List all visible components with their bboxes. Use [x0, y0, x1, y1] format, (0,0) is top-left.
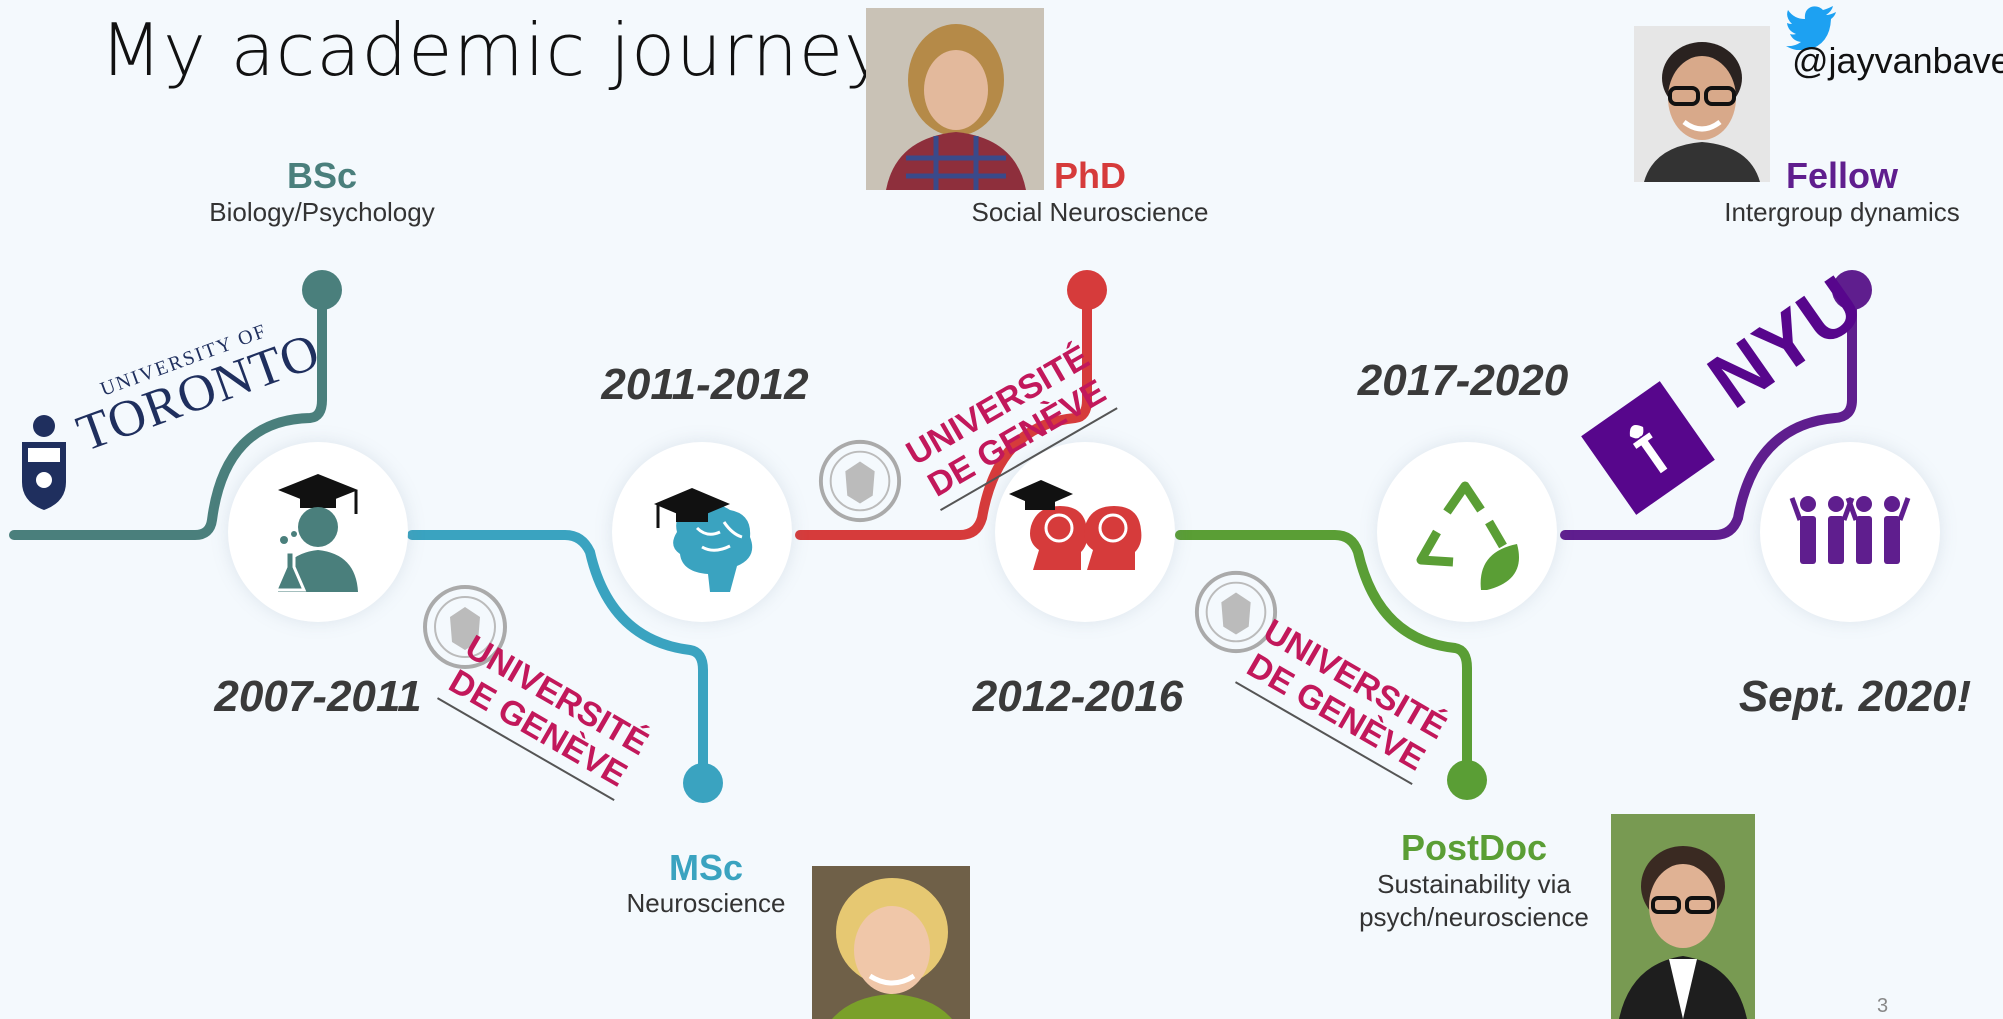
recycle-leaf-icon — [1416, 481, 1519, 590]
unige-seal-icon — [1194, 570, 1278, 654]
bsc-field: Biology/Psychology — [209, 197, 435, 227]
fellow-path — [1560, 285, 1857, 540]
fellow-years: Sept. 2020! — [1738, 672, 1972, 721]
msc-field: Neuroscience — [626, 888, 786, 918]
nyu-torch-box — [1581, 381, 1715, 515]
phd-node — [1067, 270, 1107, 310]
phd-advisor-photo — [866, 8, 1044, 190]
portrait-image — [1611, 814, 1755, 1019]
unige-logo-3 — [1192, 568, 1280, 661]
portrait-image — [1634, 26, 1770, 182]
toronto-crest-icon — [22, 415, 66, 510]
two-heads-brains-icon — [1009, 480, 1142, 570]
postdoc-path — [1175, 530, 1472, 780]
fellow-icon-circle — [1760, 442, 1940, 622]
postdoc-years: 2017-2020 — [1357, 356, 1569, 405]
msc-advisor-photo — [812, 866, 970, 1019]
page-number: 3 — [1877, 995, 1889, 1017]
twitter-handle: @jayvanbavel — [1792, 40, 2003, 81]
nyu-torch-icon — [1629, 425, 1668, 474]
postdoc-node — [1447, 760, 1487, 800]
phd-path — [795, 285, 1092, 540]
page-title: My academic journey — [100, 8, 888, 92]
phd-degree: PhD — [1054, 155, 1126, 196]
postdoc-icon-circle — [1377, 442, 1557, 622]
fellow-degree: Fellow — [1785, 155, 1898, 196]
graduate-scientist-icon — [273, 474, 358, 592]
unige-seal-icon — [818, 439, 902, 523]
phd-field: Social Neuroscience — [971, 197, 1209, 227]
phd-icon-circle — [995, 442, 1175, 622]
twitter-icon — [1786, 6, 1836, 50]
postdoc-advisor-photo — [1611, 814, 1755, 1019]
msc-path — [407, 530, 708, 785]
unige-seal-icon — [423, 585, 507, 669]
bsc-icon-circle — [228, 442, 408, 622]
msc-years: 2011-2012 — [601, 360, 809, 409]
portrait-image — [866, 8, 1044, 190]
fellow-field: Intergroup dynamics — [1724, 197, 1960, 227]
portrait-image — [812, 866, 970, 1019]
bsc-years: 2007-2011 — [214, 672, 422, 721]
fellow-node — [1832, 270, 1872, 310]
fellow-advisor-photo — [1634, 26, 1770, 182]
university-of-toronto-logo — [14, 412, 74, 512]
bsc-path — [9, 285, 327, 540]
msc-degree: MSc — [668, 847, 744, 888]
bsc-degree: BSc — [286, 155, 358, 196]
unige-logo-1 — [420, 582, 510, 677]
postdoc-field-line1: Sustainability via — [1377, 869, 1571, 899]
postdoc-field-line2: psych/neuroscience — [1359, 902, 1589, 932]
bsc-node — [302, 270, 342, 310]
unige-logo-2 — [816, 437, 904, 530]
group-people-icon — [1789, 496, 1911, 564]
graduation-cap-brain-icon — [654, 488, 753, 592]
postdoc-degree: PostDoc — [1400, 827, 1548, 868]
phd-years: 2012-2016 — [972, 672, 1184, 721]
msc-icon-circle — [612, 442, 792, 622]
msc-node — [683, 763, 723, 803]
